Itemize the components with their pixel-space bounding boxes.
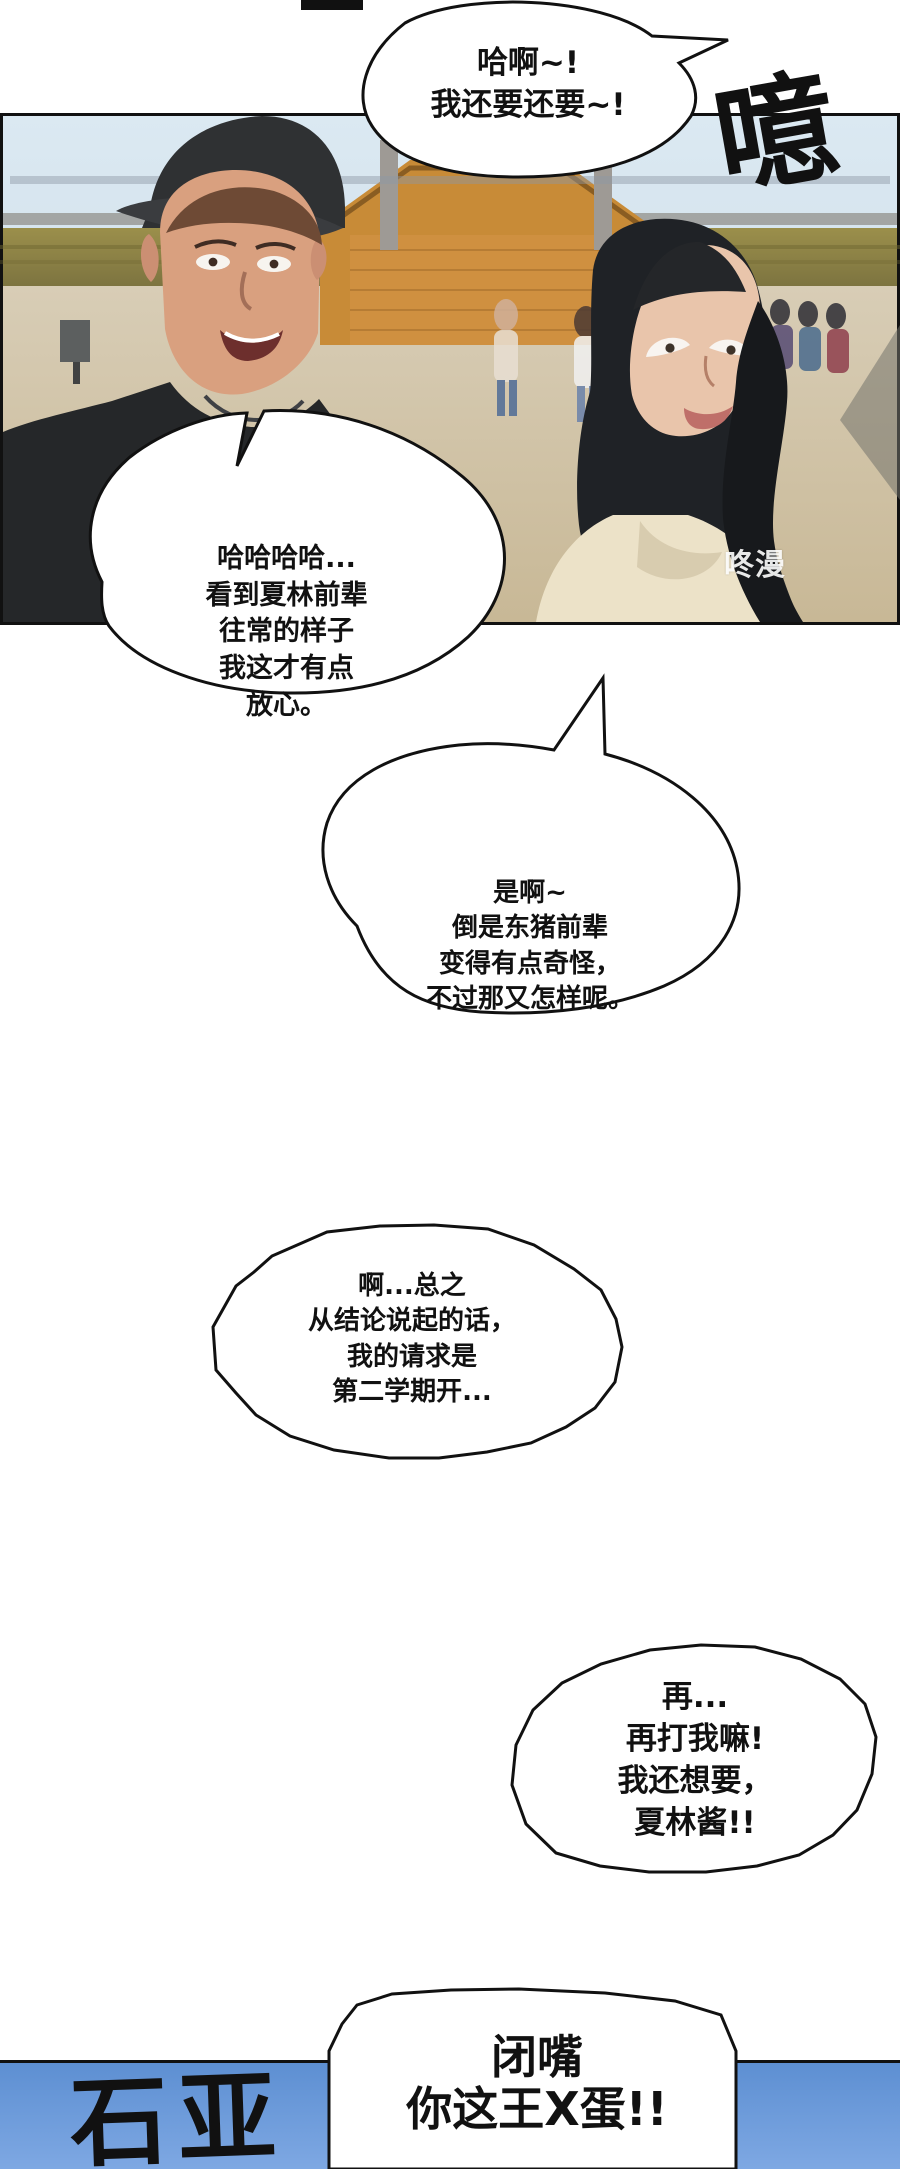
speech-bubble-text-5: 再... 再打我嘛! 我还想要， 夏林酱!! <box>617 1679 773 1842</box>
sfx-top: 噫 <box>705 57 847 211</box>
speech-bubble-4 <box>211 1223 624 1460</box>
speech-bubble-6 <box>327 1987 738 2169</box>
speech-bubble-1 <box>361 0 729 179</box>
woman-character <box>536 218 803 622</box>
speech-bubble-text-4: 啊...总之 从结论说起的话， 我的请求是 第二学期开... <box>307 1271 516 1408</box>
speech-bubble-text-6: 闭嘴 你这王X蛋!! <box>406 2030 668 2136</box>
speech-bubble-3 <box>321 673 741 1015</box>
speech-bubble-2 <box>88 409 506 695</box>
speech-bubble-text-3: 是啊~ 倒是东猪前辈 变得有点奇怪， 不过那又怎样呢。 <box>425 878 634 1015</box>
speech-bubble-text-1: 哈啊~! 我还要还要~! <box>430 45 626 124</box>
sfx-bottom: 石亚 <box>68 2061 288 2169</box>
speech-bubble-text-2: 哈哈哈哈... 看到夏林前辈 往常的样子 我这才有点 放心。 <box>205 543 368 721</box>
cropped-black-shape <box>301 0 363 10</box>
speech-bubble-5 <box>510 1643 878 1874</box>
watermark: 咚漫 <box>724 548 786 583</box>
